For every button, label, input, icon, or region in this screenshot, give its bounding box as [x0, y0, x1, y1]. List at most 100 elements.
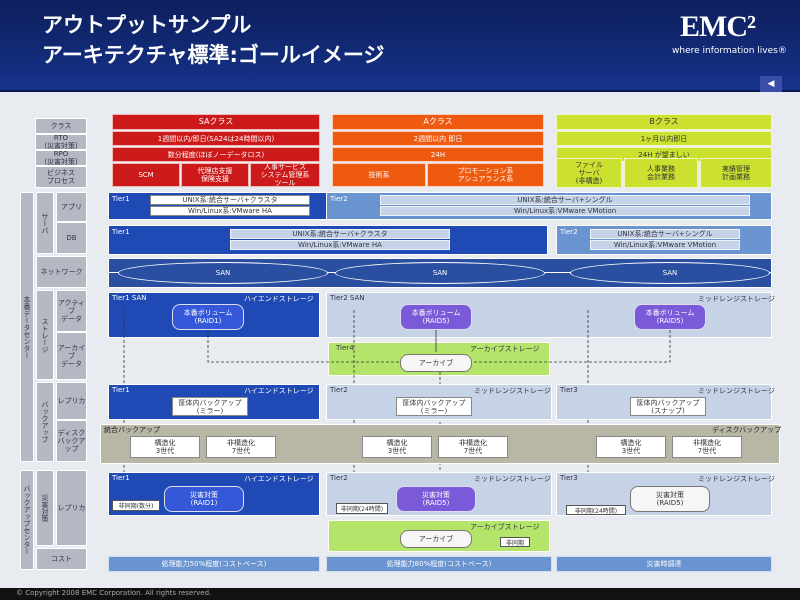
backup-item-5: 構造化 3世代 [596, 436, 666, 458]
b-svc-plan: 実績管理 計画業務 [700, 158, 772, 188]
label-class: クラス [35, 118, 87, 134]
slide-title-line1: アウトプットサンプル [42, 13, 252, 37]
label-service: ビジネス プロセス [35, 166, 87, 188]
a-dr-vol: 災害対策 (RAID5) [396, 486, 476, 512]
a-backup-vol: 筐体内バックアップ (ミラー) [396, 397, 472, 416]
app-tier1-label: Tier1 [112, 195, 130, 203]
a-archive-storage: アーカイブストレージ [470, 345, 540, 353]
a-backup-storage: ミッドレンジストレージ [474, 387, 551, 395]
copyright: © Copyright 2008 EMC Corporation. All ri… [16, 589, 212, 597]
label-rpo: RPO (災害対策) [35, 150, 87, 166]
label-backup-center: バックアップセンター [20, 470, 34, 570]
sa-volume-icon: 本番ボリューム (RAID1) [172, 304, 244, 330]
a-backup-tier: Tier2 [330, 386, 348, 394]
label-rto: RTO (災害対策) [35, 134, 87, 150]
label-disaster: 災害対策 [36, 470, 54, 546]
db-tier1-label: Tier1 [112, 228, 130, 236]
backup-item-3: 構造化 3世代 [362, 436, 432, 458]
nav-back-icon[interactable]: ◀ [760, 76, 782, 92]
label-honban-center: 本番データセンター [20, 192, 34, 462]
b-backup-storage: ミッドレンジストレージ [698, 387, 775, 395]
db-unix: UNIX系:統合サーバ+クラスタ [230, 229, 450, 239]
label-archive-data: アーカイブ データ [56, 332, 87, 380]
label-replica: レプリカ [56, 382, 87, 420]
a-archive2-storage: アーカイブストレージ [470, 523, 540, 531]
a-app-winlinux: Win/Linux系:VMware VMotion [380, 206, 750, 216]
b-cost: 災害時調達 [556, 556, 772, 572]
emc-logo: EMC² [680, 10, 756, 43]
backup-item-1: 構造化 3世代 [130, 436, 200, 458]
label-storage: ストレージ [36, 290, 54, 380]
sa-cost: 処理能力50%程度(コストベース) [108, 556, 320, 572]
label-db: DB [56, 222, 87, 254]
sa-storage-high: ハイエンドストレージ [244, 295, 314, 303]
label-cost: コスト [36, 548, 87, 570]
a-dr-tier: Tier2 [330, 474, 348, 482]
b-svc-file: ファイル サーバ (非構造) [556, 158, 622, 188]
label-app: アプリ [56, 192, 87, 222]
disk-backup-title: ディスクバックアップ [712, 426, 782, 434]
a-svc-promo: プロモーション系 アシュアランス系 [427, 163, 544, 187]
a-archive2-icon: アーカイブ [400, 530, 472, 548]
a-rpo: 24H [332, 147, 544, 162]
backup-item-2: 非構造化 7世代 [206, 436, 276, 458]
a-rto: 2週間以内 即日 [332, 131, 544, 146]
a-san: SAN [335, 262, 545, 284]
b-volume-icon: 本番ボリューム (RAID5) [634, 304, 706, 330]
b-rto: 1ヶ月以内即日 [556, 131, 772, 146]
a-async-note: 非同期 [500, 537, 530, 547]
sa-dr-storage: ハイエンドストレージ [244, 475, 314, 483]
label-network: ネットワーク [36, 256, 87, 288]
backup-item-4: 非構造化 7世代 [438, 436, 508, 458]
a-archive-icon: アーカイブ [400, 354, 472, 372]
label-server: サーバ [36, 192, 54, 254]
emc-tagline: where information lives® [672, 46, 787, 56]
label-replica2: レプリカ [56, 470, 87, 546]
sa-rto: 1週間以内/即日(SA24は24時間以内) [112, 131, 320, 146]
b-dr-mode: 非同期(24時間) [566, 505, 626, 515]
sa-svc-agency: 代理店支援 保険支援 [181, 163, 249, 187]
sa-dr-vol: 災害対策 (RAID1) [164, 486, 244, 512]
backup-item-6: 非構造化 7世代 [672, 436, 742, 458]
b-db-tier2-label: Tier2 [560, 228, 578, 236]
sa-class-title: SAクラス [112, 114, 320, 130]
a-volume-icon: 本番ボリューム (RAID5) [400, 304, 472, 330]
sa-svc-system: 人事サービス システム管理系 ツール [250, 163, 320, 187]
integrated-backup-title: 統合バックアップ [104, 426, 160, 434]
a-dr-storage: ミッドレンジストレージ [474, 475, 551, 483]
b-db-unix: UNIX系:統合サーバ+シングル [590, 229, 740, 239]
slide-title-line2: アーキテクチャ標準:ゴールイメージ [42, 43, 385, 67]
a-dr-mode: 非同期(24時間) [336, 503, 388, 514]
b-svc-hr: 人事業務 会計業務 [624, 158, 698, 188]
sa-rpo: 数分程度(ほぼノーデータロス) [112, 147, 320, 162]
label-backup: バックアップ [36, 382, 54, 462]
sa-app-winlinux: Win/Linux系:VMware HA [150, 206, 310, 216]
label-disk-backup: ディスク バックアップ [56, 420, 87, 462]
a-class-title: Aクラス [332, 114, 544, 130]
a-tier2-san: Tier2 SAN [330, 294, 365, 302]
b-dr-vol: 災害対策 (RAID5) [630, 486, 710, 512]
sa-backup-tier: Tier1 [112, 386, 130, 394]
b-dr-storage: ミッドレンジストレージ [698, 475, 775, 483]
sa-dr-mode: 非同期(数分) [112, 500, 160, 511]
slide-footer [0, 588, 800, 600]
b-backup-tier: Tier3 [560, 386, 578, 394]
a-cost: 処理能力80%程度(コストベース) [326, 556, 552, 572]
slide-header [0, 0, 800, 90]
sa-backup-storage: ハイエンドストレージ [244, 387, 314, 395]
b-backup-vol: 筐体内バックアップ (スナップ) [630, 397, 706, 416]
b-storage-mid: ミッドレンジストレージ [698, 295, 775, 303]
label-active-data: アクティブ データ [56, 290, 87, 332]
b-class-title: Bクラス [556, 114, 772, 130]
sa-svc-scm: SCM [112, 163, 180, 187]
a-app-tier2-text: Tier2 [330, 195, 348, 203]
sa-san: SAN [118, 262, 328, 284]
a-app-unix: UNIX系:統合サーバ+シングル [380, 195, 750, 205]
b-dr-tier: Tier3 [560, 474, 578, 482]
sa-dr-tier: Tier1 [112, 474, 130, 482]
b-db-winlinux: Win/Linux系:VMware VMotion [590, 240, 740, 250]
db-winlinux: Win/Linux系:VMware HA [230, 240, 450, 250]
b-san: SAN [570, 262, 770, 284]
a-svc-tech: 技術系 [332, 163, 426, 187]
sa-backup-vol: 筐体内バックアップ (ミラー) [172, 397, 248, 416]
